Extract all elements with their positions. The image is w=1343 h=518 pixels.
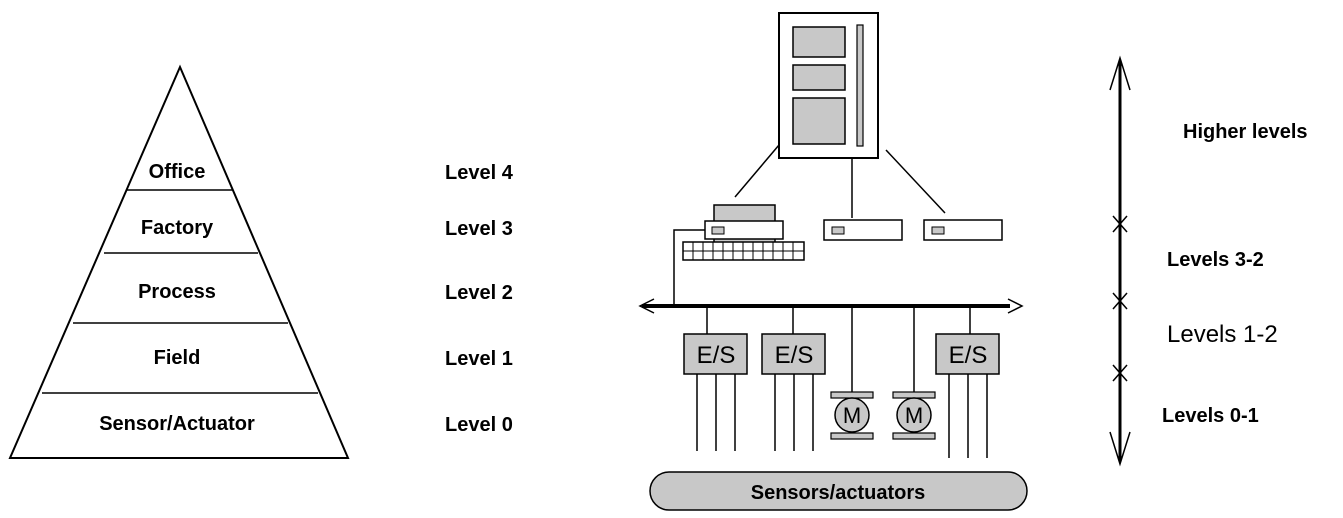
level-4-label: Level 4: [445, 162, 514, 184]
level-0-label: Level 0: [445, 414, 513, 436]
tier-process: Process: [138, 281, 216, 303]
scale-tick: [1112, 364, 1128, 382]
level-labels: Level 4 Level 3 Level 2 Level 1 Level 0: [445, 162, 514, 436]
io-module: E/S: [683, 333, 748, 451]
level-scale: Higher levels Levels 3-2 Levels 1-2 Leve…: [1109, 55, 1308, 467]
higher-levels-label: Higher levels: [1183, 121, 1308, 143]
level-1-label: Level 1: [445, 348, 513, 370]
sensors-actuators-pill: Sensors/actuators: [649, 471, 1028, 511]
scale-arrow-down: [1109, 431, 1131, 467]
tier-field: Field: [154, 347, 201, 369]
tier-office: Office: [149, 161, 206, 183]
workstation-bus-link: [673, 229, 705, 306]
io-module: E/S: [761, 333, 826, 451]
level-3-label: Level 3: [445, 218, 513, 240]
sensors-actuators-label: Sensors/actuators: [751, 482, 926, 504]
scale-arrow-up: [1109, 55, 1131, 91]
drive-slot: [711, 226, 725, 235]
workstation: [673, 204, 805, 306]
tier-sensor-actuator: Sensor/Actuator: [99, 413, 255, 435]
motor-label: M: [905, 403, 923, 428]
computer-unit: [823, 219, 903, 241]
server-cabinet: [778, 12, 879, 159]
network-diagram: E/S E/S E/S M: [638, 12, 1028, 511]
io-module-label: E/S: [949, 342, 988, 369]
link-line: [885, 149, 946, 214]
levels-3-2-label: Levels 3-2: [1167, 249, 1264, 271]
pyramid: Office Factory Process Field Sensor/Actu…: [8, 64, 350, 459]
motor-label: M: [843, 403, 861, 428]
pyramid-outline: [8, 64, 350, 459]
keyboard: [682, 241, 805, 261]
levels-0-1-label: Levels 0-1: [1162, 405, 1259, 427]
scale-tick: [1112, 292, 1128, 310]
io-module-label: E/S: [775, 342, 814, 369]
levels-1-2-label: Levels 1-2: [1167, 321, 1278, 348]
level-2-label: Level 2: [445, 282, 513, 304]
computer-unit: [923, 219, 1003, 241]
link-line: [734, 144, 780, 198]
motor: M: [892, 391, 936, 440]
fieldbus-arrow-left: [638, 298, 655, 314]
io-module: E/S: [935, 333, 1000, 458]
scale-tick: [1112, 215, 1128, 233]
fieldbus-arrow-right: [1007, 298, 1024, 314]
motor: M: [830, 391, 874, 440]
io-module-label: E/S: [697, 342, 736, 369]
tier-factory: Factory: [141, 217, 214, 239]
